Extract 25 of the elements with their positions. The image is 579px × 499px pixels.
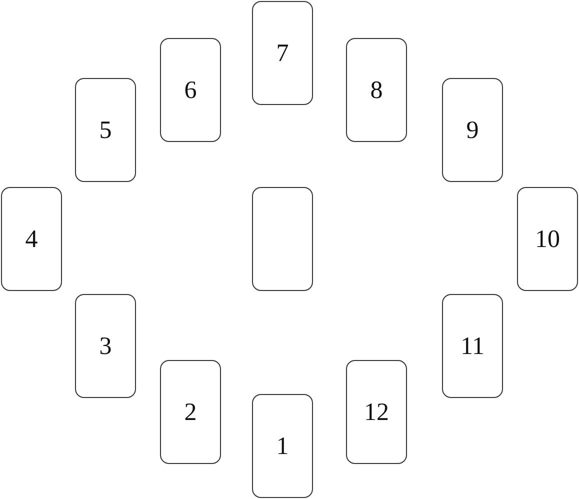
numbered-card bbox=[160, 360, 221, 464]
card-number: 7 bbox=[276, 40, 289, 66]
card-number: 9 bbox=[466, 118, 479, 142]
card-number: 4 bbox=[25, 226, 38, 252]
card-number: 5 bbox=[99, 118, 112, 142]
empty-card bbox=[252, 187, 313, 291]
card-number: 11 bbox=[460, 334, 485, 358]
card-number: 10 bbox=[535, 226, 560, 252]
numbered-card bbox=[517, 187, 578, 291]
numbered-card bbox=[252, 1, 313, 105]
card-number: 8 bbox=[370, 78, 383, 102]
numbered-card bbox=[442, 78, 503, 182]
card-number: 3 bbox=[99, 334, 112, 358]
numbered-card bbox=[346, 38, 407, 142]
numbered-card bbox=[442, 294, 503, 398]
numbered-card bbox=[346, 360, 407, 464]
card-number: 6 bbox=[184, 78, 197, 102]
card-number: 2 bbox=[184, 400, 197, 424]
numbered-card bbox=[252, 394, 313, 498]
card-number: 12 bbox=[364, 400, 389, 424]
numbered-card bbox=[75, 78, 136, 182]
numbered-card bbox=[75, 294, 136, 398]
numbered-card bbox=[1, 187, 62, 291]
numbered-card bbox=[160, 38, 221, 142]
card-number: 1 bbox=[276, 434, 289, 458]
